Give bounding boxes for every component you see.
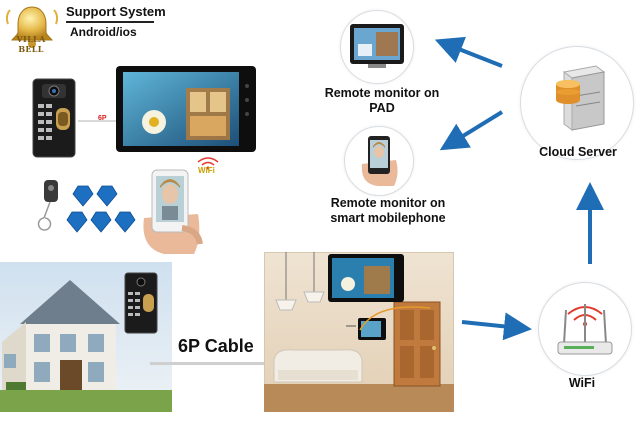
pad-label: Remote monitor on PAD (324, 86, 440, 115)
arrow-cloud-to-pad (434, 36, 503, 68)
cable-line (150, 362, 266, 365)
wifi-label: WiFi (568, 376, 596, 390)
wifi-badge-icon (197, 157, 219, 170)
support-subtitle: Android/ios (70, 25, 137, 39)
support-underline (66, 21, 154, 23)
doorbell-icon (32, 78, 76, 158)
router-icon (557, 304, 613, 355)
arrow-room-to-wifi (461, 312, 532, 341)
focus-ring-icon (359, 306, 431, 331)
arrow-cloud-to-phone (439, 110, 504, 151)
cable-line-top (78, 120, 118, 122)
cable-tag: 6P (98, 115, 107, 122)
server-icon (556, 65, 606, 131)
support-title: Support System (66, 4, 166, 19)
monitor-icon (116, 66, 256, 152)
bell-logo-icon (5, 6, 59, 48)
room-monitor-icon (328, 254, 404, 302)
rfid-tag-icon (37, 180, 136, 233)
phone-hand-icon (361, 136, 398, 186)
tablet-icon (350, 24, 404, 68)
cloud-label: Cloud Server (539, 145, 617, 159)
doorbell-icon-house (124, 272, 158, 334)
phone-label: Remote monitor on smart mobilephone (318, 196, 458, 226)
phone-label-line1: Remote monitor on (330, 196, 446, 210)
phone-icon (143, 169, 203, 254)
room-icon (264, 252, 454, 412)
brand-name: VILLA BELL (16, 34, 46, 54)
phone-label-line2: smart mobilephone (330, 211, 446, 225)
house-icon (0, 280, 172, 412)
wifi-badge-label: WiFi (198, 166, 215, 175)
cable-label: 6P Cable (178, 336, 254, 356)
